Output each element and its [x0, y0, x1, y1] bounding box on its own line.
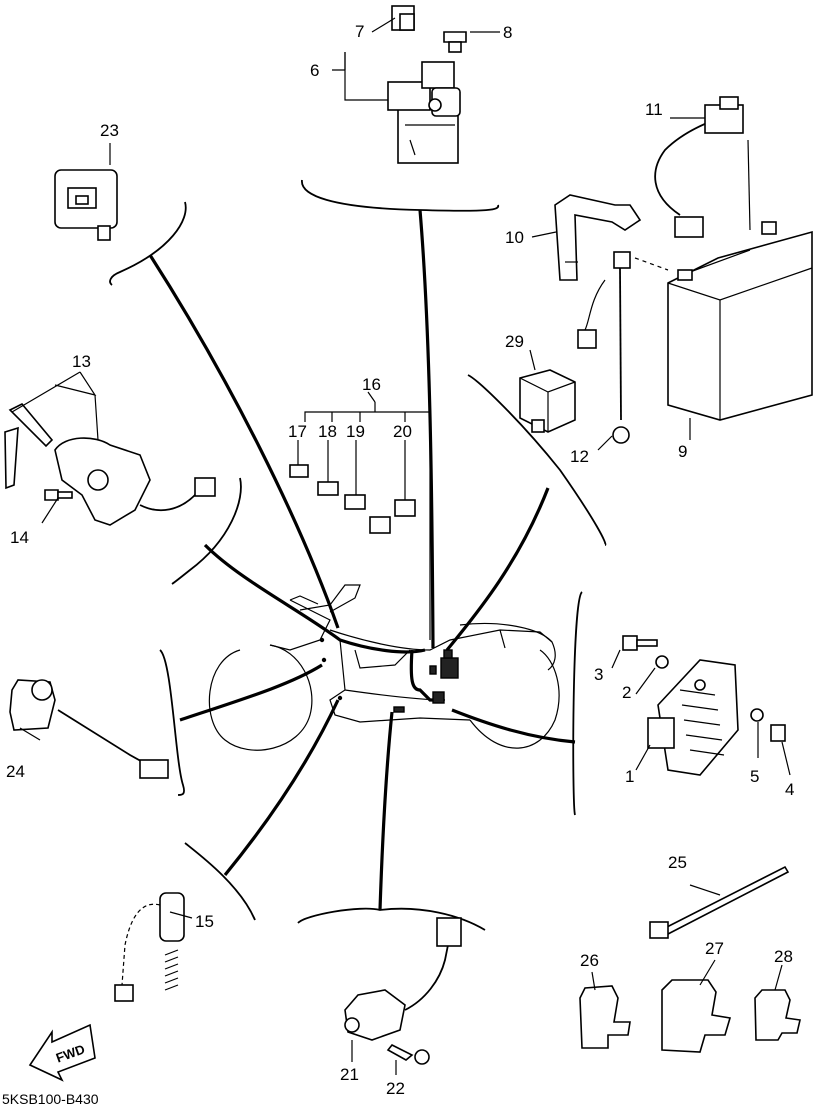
callout-7: 7	[355, 22, 364, 41]
rectifier-regulator	[622, 635, 786, 776]
switch-assembly	[344, 917, 462, 1065]
callout-29: 29	[505, 332, 524, 351]
callout-12: 12	[570, 447, 589, 466]
callout-26: 26	[580, 951, 599, 970]
harness-connectors	[319, 637, 459, 713]
screw-part	[443, 31, 467, 53]
callout-24: 24	[6, 762, 25, 781]
callout-22: 22	[386, 1079, 405, 1098]
cable-tie	[649, 865, 790, 939]
callout-2: 2	[622, 683, 631, 702]
callout-23: 23	[100, 121, 119, 140]
callout-21: 21	[340, 1065, 359, 1084]
main-switch	[4, 403, 216, 526]
connector-kit	[289, 402, 431, 640]
callout-17: 17	[288, 422, 307, 441]
callout-13: 13	[72, 352, 91, 371]
callout-15: 15	[195, 912, 214, 931]
callout-18: 18	[318, 422, 337, 441]
callout-5: 5	[750, 767, 759, 786]
callout-6: 6	[310, 61, 319, 80]
motorcycle-outline	[208, 584, 560, 751]
callout-3: 3	[594, 665, 603, 684]
starter-relay	[387, 5, 467, 164]
callout-16: 16	[362, 375, 381, 394]
callout-19: 19	[346, 422, 365, 441]
leader-lines	[11, 17, 791, 1075]
callout-25: 25	[668, 853, 687, 872]
callout-1: 1	[625, 767, 634, 786]
relay-unit	[54, 169, 118, 241]
area-brackets	[109, 179, 607, 931]
callout-28: 28	[774, 947, 793, 966]
callout-20: 20	[393, 422, 412, 441]
wire-clamps	[579, 979, 801, 1053]
callout-8: 8	[503, 23, 512, 42]
callout-labels: 1 2 3 4 5 6 7 8 9 10 11 12 13 14 15 16 1…	[6, 22, 794, 1098]
callout-14: 14	[10, 528, 29, 547]
sidestand-switch	[9, 679, 169, 779]
callout-9: 9	[678, 442, 687, 461]
callout-10: 10	[505, 228, 524, 247]
fwd-arrow-icon: FWD	[28, 1023, 96, 1082]
callout-4: 4	[785, 780, 794, 799]
callout-11: 11	[645, 100, 663, 119]
fuse-part	[391, 5, 415, 31]
callout-27: 27	[705, 939, 724, 958]
flasher-relay	[519, 369, 576, 433]
wire-harness	[148, 209, 576, 911]
brake-switch	[114, 892, 185, 1002]
battery-assembly	[554, 96, 813, 444]
diagram-code: 5KSB100-B430	[2, 1091, 99, 1106]
